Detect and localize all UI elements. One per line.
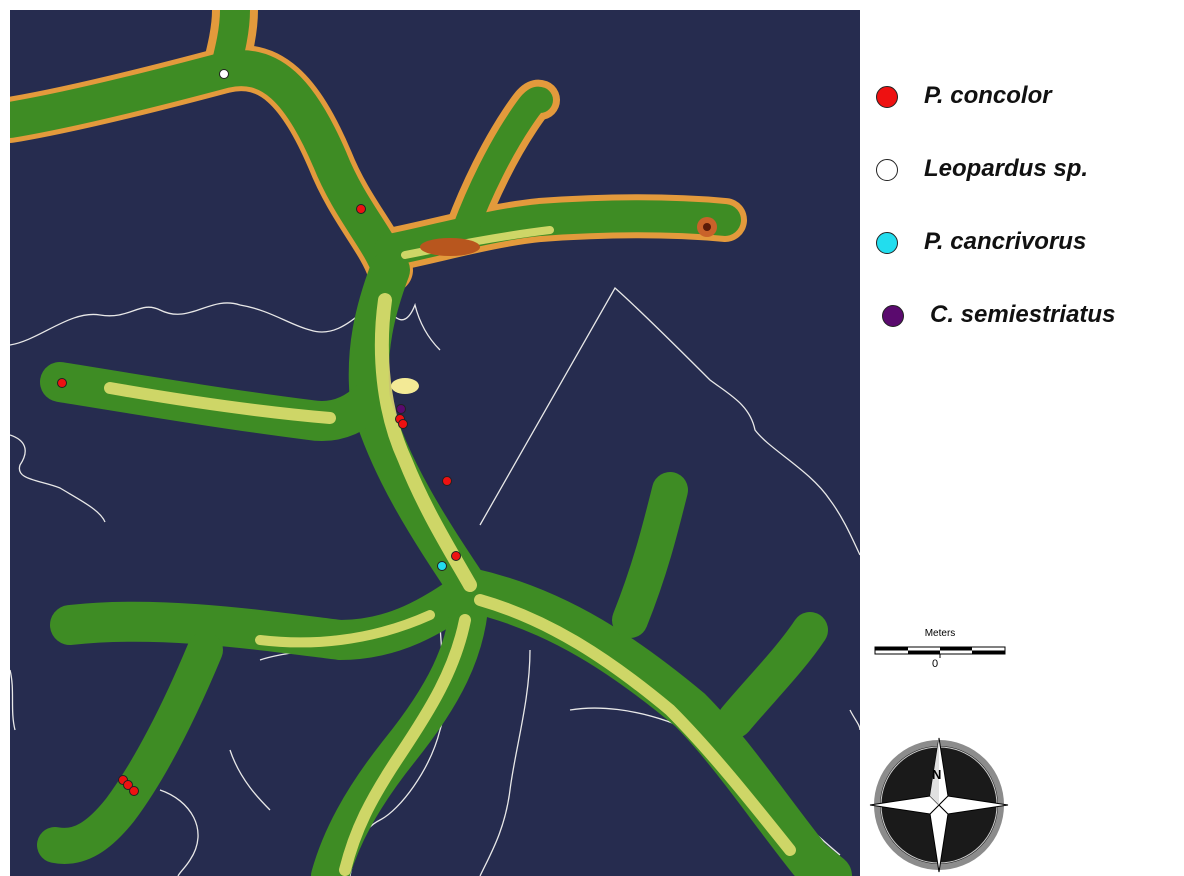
legend-marker-icon [876, 232, 898, 254]
legend-marker-icon [882, 305, 904, 327]
legend-label: P. concolor [924, 82, 1052, 109]
legend-item-concolor: P. concolor [876, 78, 1176, 151]
point-leopardus [219, 69, 229, 79]
corridor-hotspots [391, 217, 717, 394]
occurrence-points [57, 69, 461, 796]
point-concolor [451, 551, 461, 561]
legend-item-leopardus: Leopardus sp. [876, 151, 1176, 224]
north-letter: N [932, 767, 941, 782]
north-arrow-icon: N [869, 737, 1009, 873]
species-legend: P. concolor Leopardus sp. P. cancrivorus… [876, 78, 1176, 370]
scale-bar: Meters 0 [874, 628, 1006, 678]
legend-marker-icon [876, 159, 898, 181]
scale-zero-label: 0 [932, 658, 939, 670]
point-concolor [123, 780, 133, 790]
legend-label: P. cancrivorus [924, 228, 1087, 255]
legend-marker-icon [876, 86, 898, 108]
point-concolor [129, 786, 139, 796]
scale-bar-graphic [874, 646, 1006, 658]
point-concolor [57, 378, 67, 388]
legend-item-cancrivorus: P. cancrivorus [876, 224, 1176, 297]
legend-label: C. semiestriatus [930, 301, 1116, 328]
legend-label: Leopardus sp. [924, 155, 1089, 182]
legend-item-semiestriatus: C. semiestriatus [876, 297, 1176, 370]
point-concolor [356, 204, 366, 214]
point-cancrivorus [437, 561, 447, 571]
point-semiestriatus [396, 404, 406, 414]
corridor-highlights [104, 226, 796, 876]
habitat-corridor-map [10, 10, 860, 876]
point-concolor [398, 419, 408, 429]
scale-unit-label: Meters [924, 628, 956, 639]
point-concolor [442, 476, 452, 486]
